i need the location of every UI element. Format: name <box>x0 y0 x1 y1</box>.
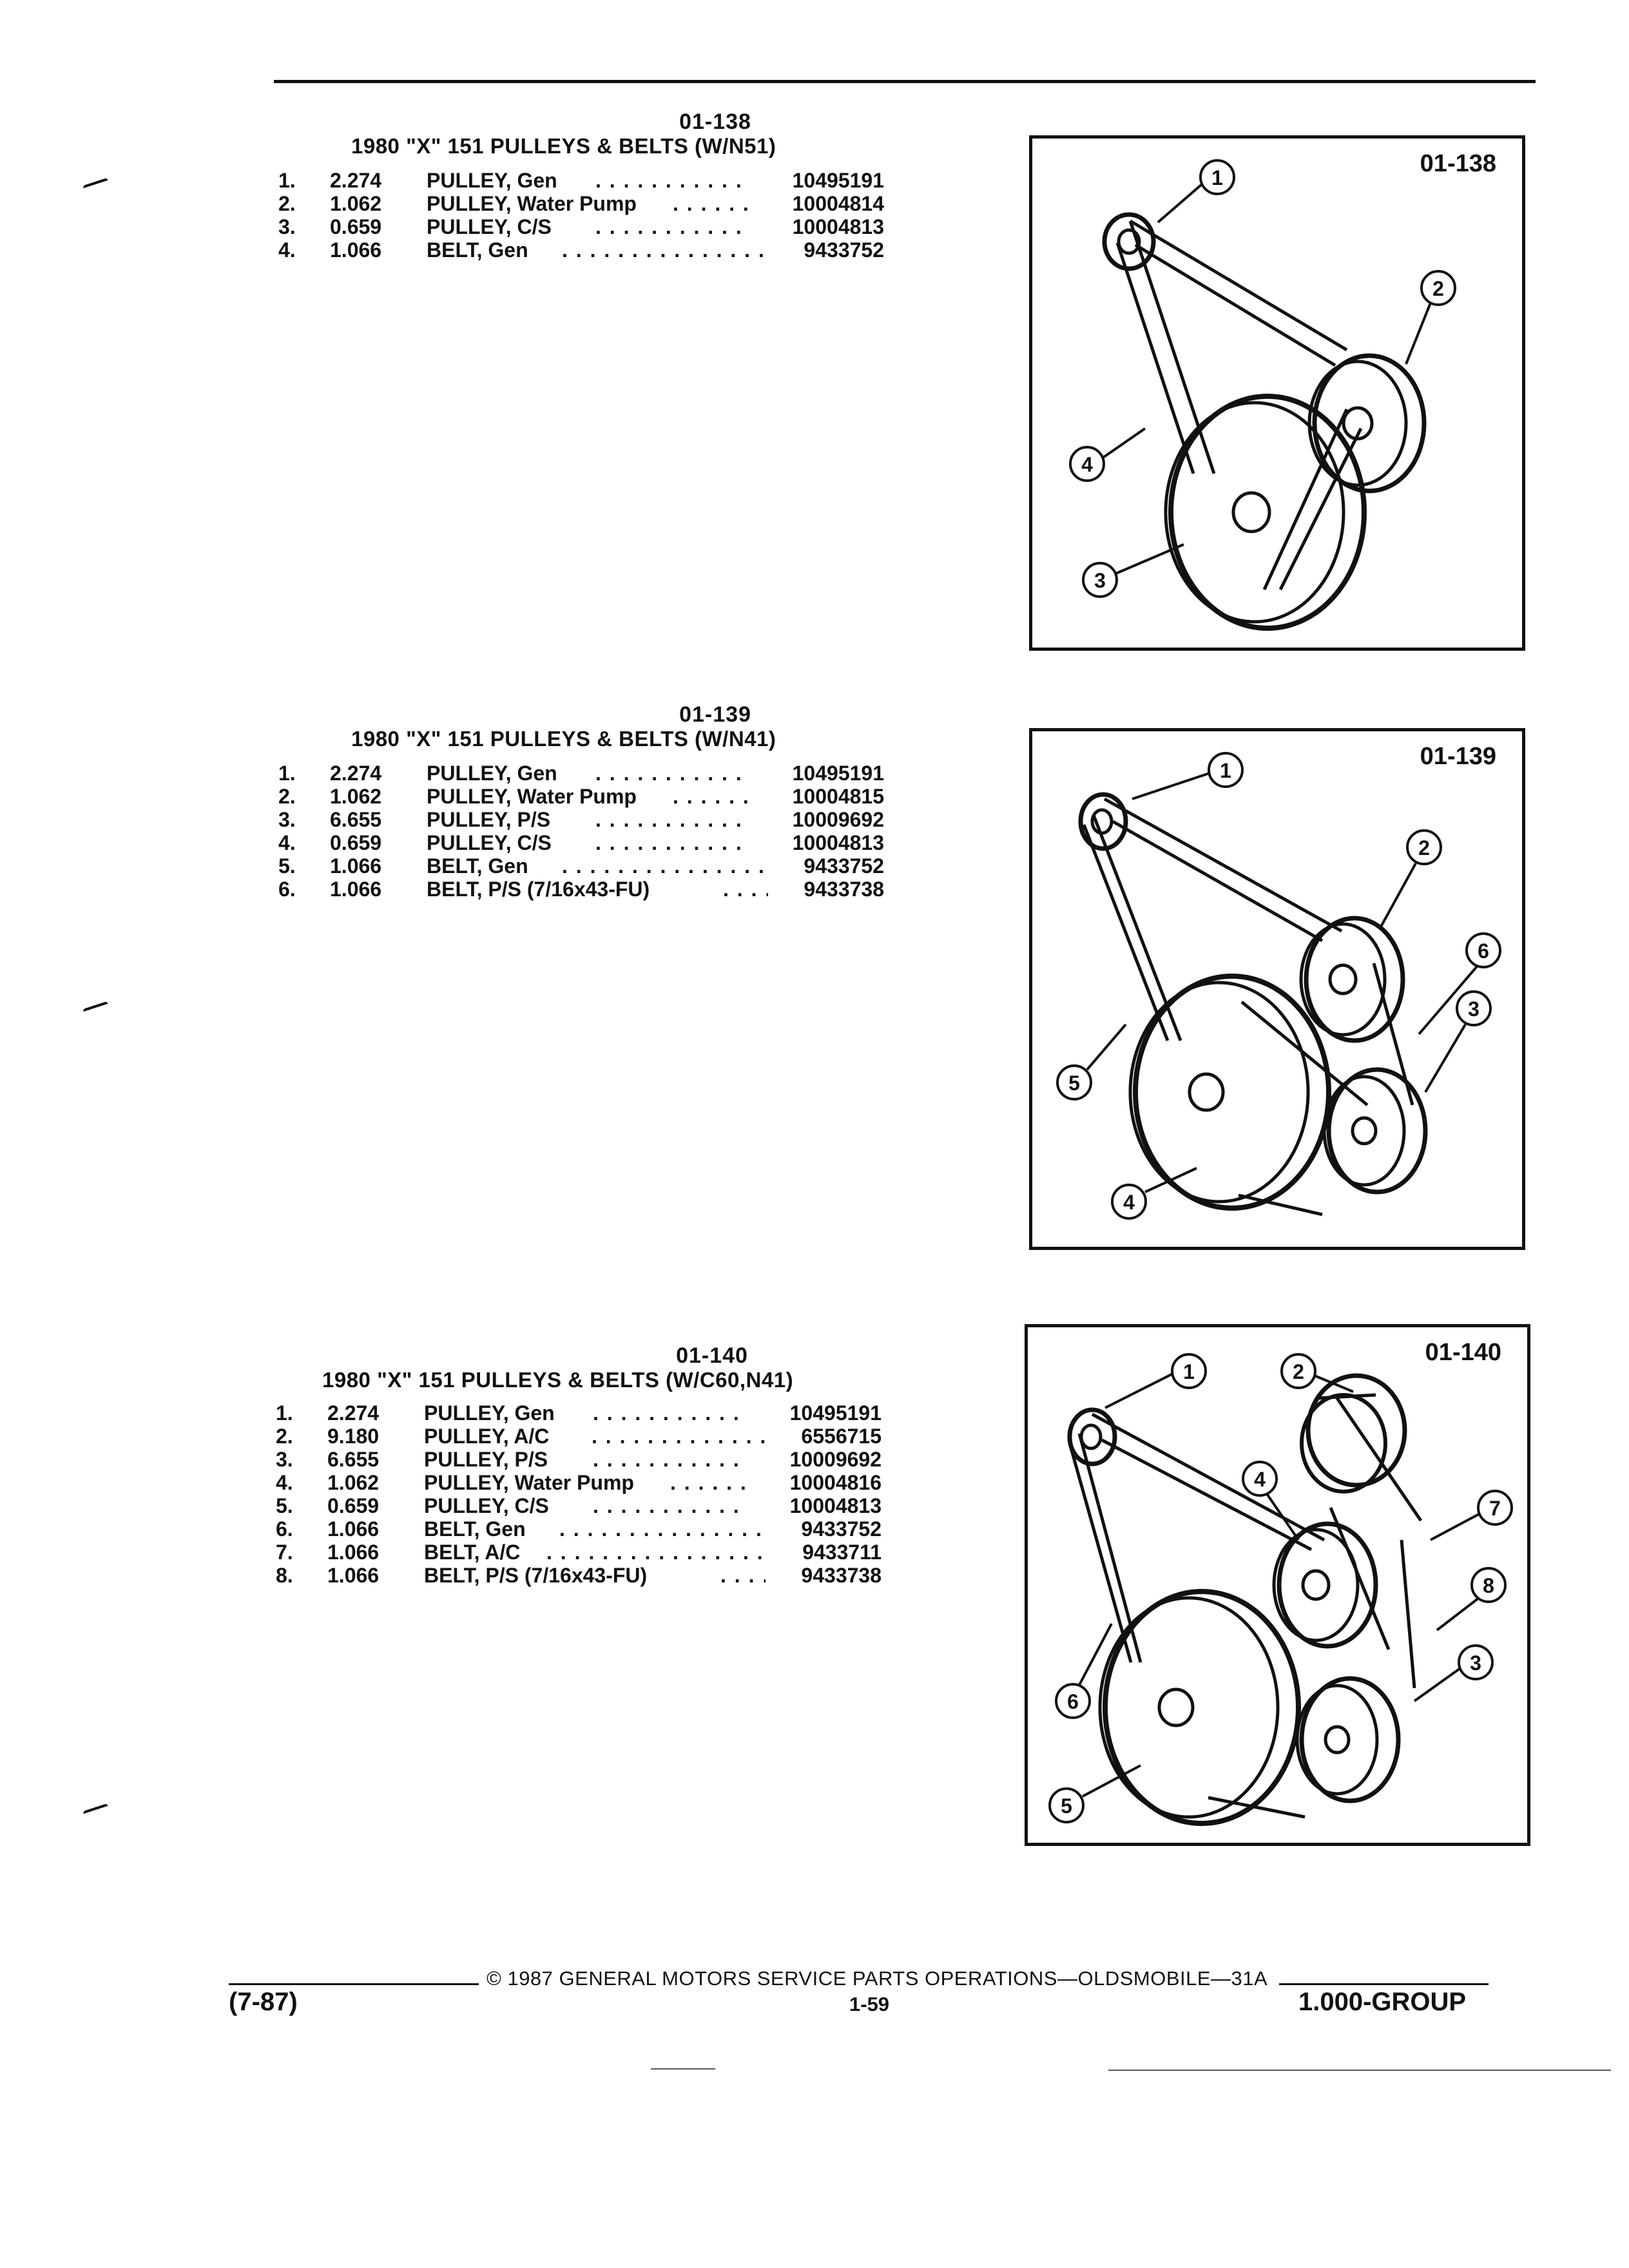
callout-3: 3 <box>1094 569 1106 592</box>
section-title: 1980 "X" 151 PULLEYS & BELTS (W/N51) <box>351 134 776 158</box>
callout-5: 5 <box>1068 1072 1080 1095</box>
footer-date: (7-87) <box>229 1988 298 2016</box>
callout-3: 3 <box>1468 997 1480 1021</box>
callout-4: 4 <box>1081 453 1093 476</box>
list-item: 7. 1.066 BELT, A/C . . . . . . . . . . .… <box>276 1541 882 1564</box>
list-item: 3. 0.659 PULLEY, C/S . . . . . . . . . .… <box>278 215 884 238</box>
callout-5: 5 <box>1061 1794 1072 1818</box>
section-code: 01-140 <box>676 1343 748 1368</box>
list-item: 5. 1.066 BELT, Gen . . . . . . . . . . .… <box>278 854 884 878</box>
section-code: 01-138 <box>679 110 751 134</box>
diagram-code: 01-138 <box>1420 150 1496 177</box>
list-item: 2. 1.062 PULLEY, Water Pump . . . . . . … <box>278 785 884 808</box>
footer-rule-left <box>229 1983 479 1985</box>
section-title: 1980 "X" 151 PULLEYS & BELTS (W/N41) <box>351 727 776 751</box>
callout-6: 6 <box>1478 939 1489 963</box>
callout-3: 3 <box>1470 1651 1481 1675</box>
pulley-diagram-01-140: 1 2 3 4 5 6 7 8 <box>1048 1353 1513 1826</box>
list-item: 8. 1.066 BELT, P/S (7/16x43-FU) . . . . … <box>276 1564 882 1587</box>
diagram-01-140: 01-140 <box>1025 1324 1530 1846</box>
callout-1: 1 <box>1220 759 1231 782</box>
diagram-01-139: 01-139 <box>1029 728 1525 1250</box>
footer-group: 1.000-GROUP <box>1298 1988 1467 2016</box>
pulley-diagram-01-139: 1 2 3 4 5 6 <box>1056 752 1501 1220</box>
scan-artifact-line <box>651 2068 715 2070</box>
list-item: 1. 2.274 PULLEY, Gen . . . . . . . . . .… <box>276 1401 882 1425</box>
callout-1: 1 <box>1183 1360 1195 1383</box>
scan-artifact-line <box>1108 2070 1611 2071</box>
list-item: 4. 0.659 PULLEY, C/S . . . . . . . . . .… <box>278 831 884 854</box>
list-item: 2. 9.180 PULLEY, A/C . . . . . . . . . .… <box>276 1425 882 1448</box>
callout-7: 7 <box>1489 1497 1501 1520</box>
list-item: 4. 1.066 BELT, Gen . . . . . . . . . . .… <box>278 238 884 262</box>
margin-mark <box>82 1803 108 1814</box>
callout-4: 4 <box>1254 1468 1266 1491</box>
diagram-code: 01-140 <box>1425 1339 1501 1366</box>
margin-mark <box>82 1001 108 1012</box>
callout-6: 6 <box>1067 1690 1079 1713</box>
page-number: 1-59 <box>849 1993 890 2015</box>
footer-copyright: © 1987 GENERAL MOTORS SERVICE PARTS OPER… <box>487 1967 1268 1990</box>
diagram-01-138: 01-138 1 <box>1029 135 1525 651</box>
diagram-code: 01-139 <box>1420 743 1496 770</box>
list-item: 1. 2.274 PULLEY, Gen . . . . . . . . . .… <box>278 762 884 785</box>
callout-2: 2 <box>1293 1360 1304 1383</box>
footer-rule-right <box>1279 1983 1489 1985</box>
list-item: 3. 6.655 PULLEY, P/S . . . . . . . . . .… <box>276 1448 882 1471</box>
list-item: 6. 1.066 BELT, P/S (7/16x43-FU) . . . . … <box>278 878 884 901</box>
list-item: 5. 0.659 PULLEY, C/S . . . . . . . . . .… <box>276 1494 882 1517</box>
callout-2: 2 <box>1418 836 1430 860</box>
list-item: 6. 1.066 BELT, Gen . . . . . . . . . . .… <box>276 1517 882 1541</box>
margin-mark <box>82 177 108 189</box>
list-item: 1. 2.274 PULLEY, Gen . . . . . . . . . .… <box>278 169 884 192</box>
top-rule <box>274 80 1536 83</box>
section-title: 1980 "X" 151 PULLEYS & BELTS (W/C60,N41) <box>322 1368 794 1392</box>
callout-2: 2 <box>1432 277 1444 300</box>
list-item: 2. 1.062 PULLEY, Water Pump . . . . . . … <box>278 192 884 215</box>
pulley-diagram-01-138: 1 2 3 4 <box>1069 159 1456 631</box>
list-item: 4. 1.062 PULLEY, Water Pump . . . . . . … <box>276 1471 882 1494</box>
list-item: 3. 6.655 PULLEY, P/S . . . . . . . . . .… <box>278 808 884 831</box>
callout-1: 1 <box>1211 166 1223 189</box>
callout-4: 4 <box>1123 1191 1135 1214</box>
callout-8: 8 <box>1483 1574 1494 1597</box>
section-code: 01-139 <box>679 702 751 727</box>
